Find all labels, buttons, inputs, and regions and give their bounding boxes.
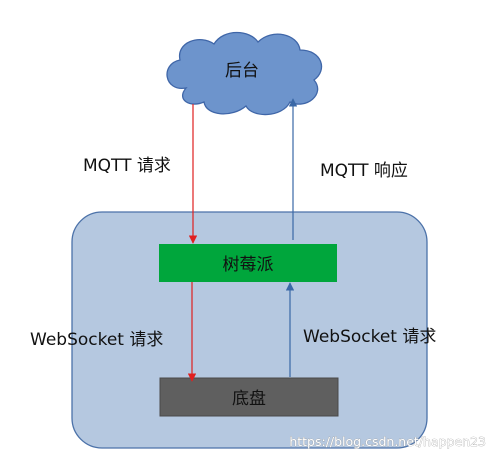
websocket-request-label-left: WebSocket 请求 [30, 330, 163, 350]
cloud-label: 后台 [225, 61, 259, 81]
websocket-request-label-right: WebSocket 请求 [303, 327, 436, 347]
raspberry-pi-box [159, 244, 337, 282]
cloud-node: 后台 [166, 31, 323, 116]
mqtt-response-label: MQTT 响应 [320, 161, 408, 181]
chassis-box [159, 377, 339, 417]
mqtt-request-label: MQTT 请求 [83, 156, 171, 176]
chassis-label: 底盘 [232, 389, 266, 409]
raspberry-pi-node: 树莓派 [159, 244, 337, 282]
chassis-node: 底盘 [159, 377, 339, 417]
watermark: https://blog.csdn.net/happen23 [289, 434, 486, 449]
cloud-shape [166, 31, 323, 116]
raspberry-pi-label: 树莓派 [223, 255, 274, 275]
